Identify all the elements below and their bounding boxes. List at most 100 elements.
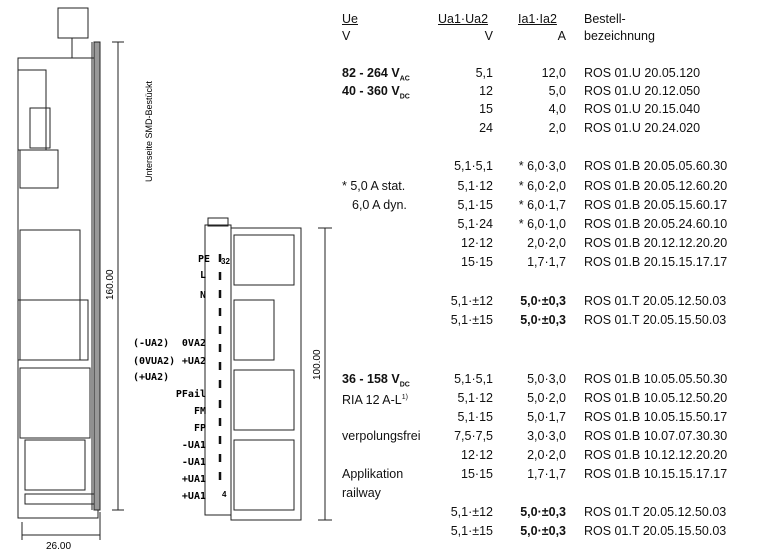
pin-alt-0vua2: (0VUA2)	[133, 356, 175, 367]
row-order: ROS 01.B 20.05.05.60.30	[584, 159, 728, 173]
row-ua: 12·12	[461, 236, 493, 250]
row-ia: 5,0	[548, 84, 566, 98]
pin-number-top: 32	[221, 257, 230, 266]
row-ua: 5,1·15	[457, 410, 493, 424]
pin-n: N	[200, 290, 206, 301]
row-ia: 2,0·2,0	[527, 448, 566, 462]
top-tab	[57, 7, 89, 39]
row-ia: 4,0	[548, 102, 566, 116]
row-order: ROS 01.T 20.05.12.50.03	[584, 505, 727, 519]
pin-pfail: PFail	[176, 388, 206, 400]
pin-alt-pos-ua2: (+UA2)	[133, 372, 169, 383]
row-ua: 5,1·±15	[450, 524, 493, 538]
row-note: verpolungsfrei	[342, 429, 421, 443]
row-order: ROS 01.T 20.05.15.50.03	[584, 313, 727, 327]
header-ua: Ua1·Ua2	[438, 12, 489, 26]
header-ue-unit: V	[342, 29, 351, 43]
row-ua: 15·15	[461, 255, 493, 269]
row-ia: 5,0·3,0	[527, 372, 566, 386]
board-note: Unterseite SMD-Bestückt	[144, 80, 154, 182]
row-order: ROS 01.B 20.05.12.60.20	[584, 179, 728, 193]
row-order: ROS 01.T 20.05.15.50.03	[584, 524, 727, 538]
row-ua: 24	[479, 121, 493, 135]
row-ia: 2,0	[548, 121, 566, 135]
pin-number-bottom: 4	[222, 490, 227, 499]
row-ia: 5,0·±0,3	[520, 313, 566, 327]
row-ia: * 6,0·1,7	[518, 198, 566, 212]
row-order: ROS 01.U 20.15.040	[584, 102, 701, 116]
row-ia: 5,0·±0,3	[520, 294, 566, 308]
header-ia: Ia1·Ia2	[518, 12, 557, 26]
row-ia: * 6,0·3,0	[518, 159, 566, 173]
row-order: ROS 01.B 10.05.12.50.20	[584, 391, 728, 405]
row-ua: 15·15	[461, 467, 493, 481]
row-note: RIA 12 A-L1)	[342, 393, 408, 408]
row-ue: 40 - 360 VDC	[342, 84, 410, 101]
row-ua: 12·12	[461, 448, 493, 462]
row-ua: 5,1·5,1	[454, 372, 493, 386]
row-ua: 5,1·15	[457, 198, 493, 212]
row-ua: 12	[479, 84, 493, 98]
row-ua: 5,1·12	[457, 179, 493, 193]
row-ue-sub: DC	[399, 93, 410, 101]
row-note: * 5,0 A stat.	[342, 179, 406, 193]
row-note-sup: 1)	[401, 394, 408, 401]
row-ua: 7,5·7,5	[454, 429, 493, 443]
header-ua-unit: V	[484, 29, 493, 43]
row-order: ROS 01.B 20.15.15.17.17	[584, 255, 728, 269]
row-ia: 5,0·±0,3	[520, 505, 566, 519]
pcb-edge	[93, 41, 101, 511]
row-ia: 5,0·1,7	[527, 410, 566, 424]
pin-ua1-pos-2: +UA1	[182, 491, 206, 502]
row-order: ROS 01.B 10.05.15.50.17	[584, 410, 728, 424]
dim-width: 26.00	[46, 541, 71, 550]
pin-ua1-neg-2: -UA1	[182, 457, 206, 468]
row-ia: * 6,0·2,0	[518, 179, 566, 193]
pin-ua1-pos-1: +UA1	[182, 474, 206, 485]
row-order: ROS 01.T 20.05.12.50.03	[584, 294, 727, 308]
row-order: ROS 01.B 10.15.15.17.17	[584, 467, 728, 481]
row-order: ROS 01.U 20.05.120	[584, 66, 701, 80]
row-order: ROS 01.B 20.05.24.60.10	[584, 217, 728, 231]
row-note: railway	[342, 486, 381, 500]
row-ia: 1,7·1,7	[527, 255, 566, 269]
row-order: ROS 01.B 10.07.07.30.30	[584, 429, 728, 443]
row-ua: 5,1·12	[457, 391, 493, 405]
header-ia-unit: A	[557, 29, 566, 43]
row-ia: * 6,0·1,0	[518, 217, 566, 231]
row-order: ROS 01.B 20.05.15.60.17	[584, 198, 728, 212]
pin-0va2: 0VA2	[182, 338, 206, 349]
board-note-text: Unterseite SMD-Bestückt	[144, 80, 154, 182]
row-note: Applikation	[342, 467, 404, 481]
dim-connector-height: 100.00	[312, 349, 323, 380]
pin-pe: PE	[198, 254, 210, 265]
row-ia: 1,7·1,7	[527, 467, 566, 481]
row-order: ROS 01.B 10.05.05.50.30	[584, 372, 728, 386]
row-ia: 5,0·2,0	[527, 391, 566, 405]
row-ia: 12,0	[541, 66, 566, 80]
row-ua: 5,1·±12	[450, 505, 493, 519]
row-order: ROS 01.U 20.12.050	[584, 84, 701, 98]
row-ue: 82 - 264 VAC	[342, 66, 410, 83]
row-order: ROS 01.B 10.12.12.20.20	[584, 448, 728, 462]
row-ua: 5,1·±15	[450, 313, 493, 327]
dim-board-height: 160.00	[105, 269, 116, 300]
row-order: ROS 01.B 20.12.12.20.20	[584, 236, 728, 250]
header-ue: Ue	[342, 12, 358, 26]
row-ia: 5,0·±0,3	[520, 524, 566, 538]
pin-alt-neg-ua2: (-UA2)	[133, 338, 169, 349]
row-ua: 5,1	[475, 66, 493, 80]
row-ua: 15	[479, 102, 493, 116]
pin-fm: FM	[194, 406, 206, 417]
row-ue: 36 - 158 VDC	[342, 372, 410, 389]
row-ua: 5,1·5,1	[454, 159, 493, 173]
pin-fp: FP	[194, 423, 206, 434]
row-note: 6,0 A dyn.	[352, 198, 407, 212]
row-ue-sub: DC	[399, 381, 410, 389]
row-ua: 5,1·24	[457, 217, 493, 231]
header-bestell: Bestell-	[584, 12, 626, 26]
row-ue-sub: AC	[399, 75, 410, 83]
pin-ua2: +UA2	[182, 356, 206, 367]
